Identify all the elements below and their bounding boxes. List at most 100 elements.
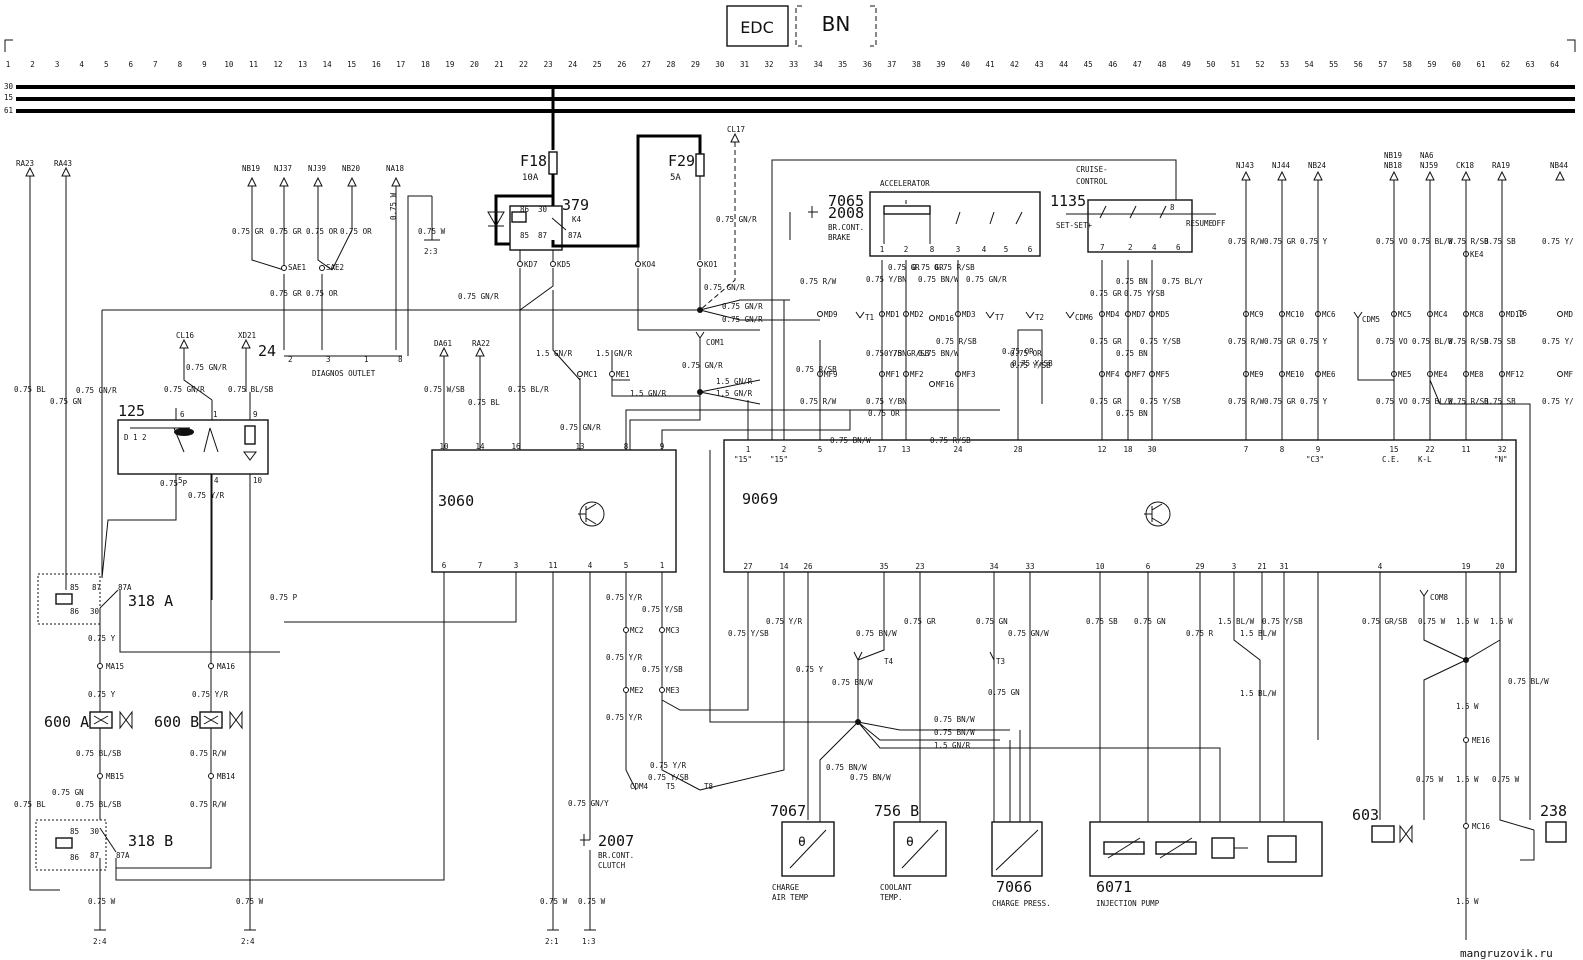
pin-label: 8 <box>930 245 935 254</box>
signal-name: NB18 <box>1384 161 1403 170</box>
svg-text:1.5 BL/W: 1.5 BL/W <box>1240 629 1277 638</box>
svg-text:MC16: MC16 <box>1472 822 1491 831</box>
svg-text:RESUME: RESUME <box>1186 219 1214 228</box>
svg-text:0.75 GN/Y: 0.75 GN/Y <box>568 799 609 808</box>
svg-text:CHARGE PRESS.: CHARGE PRESS. <box>992 899 1051 908</box>
wire-label: 0.75 Y/SB <box>1010 361 1051 370</box>
pin-label: 8 <box>1280 445 1285 454</box>
column-number: 55 <box>1329 60 1338 69</box>
svg-text:0.75 GN: 0.75 GN <box>1134 617 1166 626</box>
svg-text:0.75 W: 0.75 W <box>389 192 398 220</box>
label-600a: 600 A <box>44 713 89 731</box>
svg-text:"15": "15" <box>770 455 788 464</box>
column-number: 24 <box>568 60 578 69</box>
column-number: 19 <box>445 60 454 69</box>
column-number: 13 <box>298 60 307 69</box>
svg-text:0.75 Y/R: 0.75 Y/R <box>606 593 643 602</box>
svg-text:0.75 Y: 0.75 Y <box>796 665 824 674</box>
connector-label: KE4 <box>1470 250 1484 259</box>
signal-arrow <box>1425 170 1435 181</box>
svg-text:0.75 OR: 0.75 OR <box>306 227 338 236</box>
svg-text:0.75 BN/W: 0.75 BN/W <box>934 728 975 737</box>
pin-label: 1 <box>880 245 885 254</box>
diag-outlet-wire: 0.75 W <box>418 227 446 236</box>
column-number: 4 <box>79 60 84 69</box>
column-number: 20 <box>470 60 480 69</box>
signal-arrow <box>247 176 257 187</box>
pin-label: 3 <box>514 561 519 570</box>
label-125: 125 <box>118 402 145 420</box>
label-2008: 2008 <box>828 204 864 222</box>
wire-label: 0.75 SB <box>1484 337 1516 346</box>
svg-text:T4: T4 <box>884 657 894 666</box>
svg-text:CONTROL: CONTROL <box>1076 177 1108 186</box>
svg-text:0.75 Y/R: 0.75 Y/R <box>650 761 687 770</box>
wire-label: 0.75 BN/W <box>918 349 959 358</box>
column-number: 52 <box>1256 60 1265 69</box>
svg-text:1.5 GN/R: 1.5 GN/R <box>716 389 753 398</box>
column-number: 57 <box>1378 60 1387 69</box>
svg-text:0.75 Y/R: 0.75 Y/R <box>192 690 229 699</box>
pin-label: 1 <box>746 445 751 454</box>
wire-label: 0.75 Y <box>1300 397 1328 406</box>
svg-text:87A: 87A <box>116 851 130 860</box>
column-number: 64 <box>1550 60 1560 69</box>
svg-text:KD7: KD7 <box>524 260 538 269</box>
svg-text:MB15: MB15 <box>106 772 124 781</box>
column-number: 28 <box>666 60 676 69</box>
svg-text:0.75 BN/W: 0.75 BN/W <box>850 773 891 782</box>
column-number: 6 <box>128 60 133 69</box>
column-number: 50 <box>1206 60 1216 69</box>
column-number: 59 <box>1427 60 1436 69</box>
wire-label-ra23: 0.75 BL <box>14 385 46 394</box>
svg-text:0.75 W: 0.75 W <box>578 897 606 906</box>
connector-label: MF5 <box>1156 370 1170 379</box>
terminal-label: T6 <box>1518 309 1528 318</box>
column-number: 9 <box>202 60 207 69</box>
pin-label: 31 <box>1279 562 1288 571</box>
pin-label: 7 <box>478 561 483 570</box>
wire-label: 0.75 GR <box>1264 337 1296 346</box>
svg-text:1.5 W: 1.5 W <box>1456 897 1479 906</box>
terminal-label: T2 <box>1035 313 1044 322</box>
connector-label: MC6 <box>1322 310 1336 319</box>
svg-text:MC2: MC2 <box>630 626 644 635</box>
column-number: 53 <box>1280 60 1289 69</box>
terminal-label: T1 <box>865 313 874 322</box>
svg-text:0.75 Y/R: 0.75 Y/R <box>606 713 643 722</box>
bus-label-30: 30 <box>4 82 14 91</box>
signal-name: NB19 <box>1384 151 1402 160</box>
svg-text:0.75 BN/W: 0.75 BN/W <box>826 763 867 772</box>
wire-cl17: 0.75 GN/R <box>716 215 757 224</box>
svg-text:6: 6 <box>180 410 185 419</box>
pin-label: 24 <box>953 445 963 454</box>
svg-text:SET-: SET- <box>1056 221 1074 230</box>
connector-label: ME9 <box>1250 370 1264 379</box>
connector-label: ME10 <box>1286 370 1305 379</box>
column-number: 39 <box>936 60 945 69</box>
column-number: 17 <box>396 60 405 69</box>
svg-text:8: 8 <box>1170 203 1175 212</box>
pin-label: 2 <box>904 245 909 254</box>
svg-text:0.75 W: 0.75 W <box>88 897 116 906</box>
cdm5-terminal <box>1353 311 1394 381</box>
label-24: 24 <box>258 342 276 360</box>
svg-text:BR.CONT.: BR.CONT. <box>828 223 864 232</box>
wire-label: 0.75 OR <box>1010 349 1042 358</box>
svg-text:0.75 BN/W: 0.75 BN/W <box>856 629 897 638</box>
wire-label: 0.75 R/SB <box>1448 237 1489 246</box>
pin-label: 10 <box>1095 562 1105 571</box>
signal-name: NJ39 <box>308 164 326 173</box>
connector-node <box>929 381 935 387</box>
svg-text:0.75 BN/W: 0.75 BN/W <box>832 678 873 687</box>
svg-text:0.75 OR: 0.75 OR <box>340 227 372 236</box>
ecu-3060 <box>431 449 677 573</box>
edc-header-label: EDC <box>740 18 774 37</box>
column-number: 43 <box>1035 60 1044 69</box>
wire-label: 0.75 Y/BN <box>866 349 907 358</box>
signal-name: CK18 <box>1456 161 1475 170</box>
svg-text:0.75 GR: 0.75 GR <box>270 227 302 236</box>
